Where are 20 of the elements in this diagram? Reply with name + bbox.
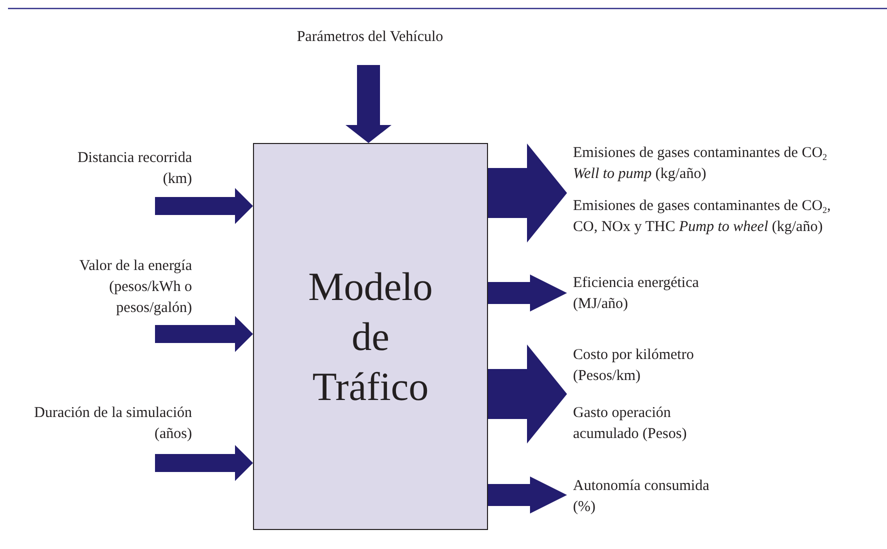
input-label: Valor de la energía (pesos/kWh o pesos/galón) xyxy=(76,256,192,322)
output-label: Emisiones de gases contaminantes de CO$_{2}$ Well to pump (kg/año) xyxy=(573,143,837,187)
input-label: Parámetros del Vehículo xyxy=(240,27,500,55)
model-box xyxy=(253,143,488,530)
block-arrow xyxy=(488,144,567,242)
output-label: Costo por kilómetro (Pesos/km) xyxy=(573,345,739,389)
block-arrow xyxy=(488,476,567,514)
block-arrow xyxy=(346,65,392,143)
output-label: Emisiones de gases contaminantes de CO$_{2}$, CO, NOx y THC Pump to wheel (kg/año) xyxy=(573,196,837,262)
output-label: Gasto operación acumulado (Pesos) xyxy=(573,403,739,447)
model-title: Modelo de Tráfico xyxy=(307,262,434,410)
input-label: Duración de la simulación (años) xyxy=(12,403,192,447)
block-arrow xyxy=(488,344,567,444)
block-arrow xyxy=(155,188,253,224)
block-arrow xyxy=(488,274,567,312)
input-label: Distancia recorrida (km) xyxy=(66,148,192,192)
output-label: Eficiencia energética (MJ/año) xyxy=(573,273,739,317)
block-arrow xyxy=(155,445,253,481)
block-arrow xyxy=(155,316,253,352)
output-label: Autonomía consumida (%) xyxy=(573,476,715,520)
